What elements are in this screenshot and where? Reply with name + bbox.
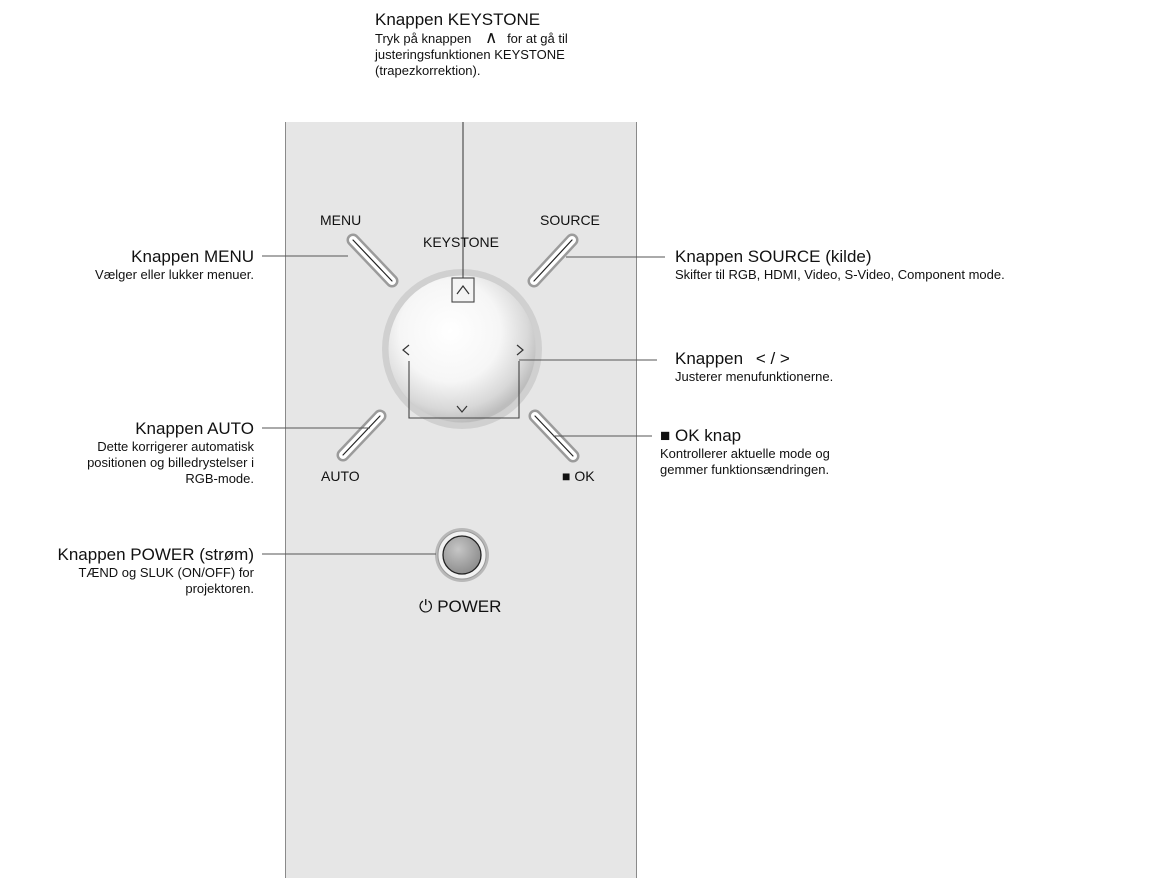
remote-panel — [285, 122, 637, 878]
menu-label: MENU — [320, 212, 362, 228]
arrow-right-icon[interactable] — [516, 344, 524, 356]
auto-callout-title: Knappen AUTO — [135, 419, 254, 438]
source-label: SOURCE — [540, 212, 600, 228]
power-label-group: ⏻ POWER — [419, 597, 501, 617]
keystone-callout-line1-post: for at gå til — [507, 31, 568, 46]
left-right-glyphs: < / > — [755, 349, 790, 368]
ok-callout-title: ■ OK knap — [660, 426, 742, 445]
keystone-callout-line2: justeringsfunktionen KEYSTONE — [375, 47, 565, 62]
source-callout: Knappen SOURCE (kilde) Skifter til RGB, … — [675, 247, 1005, 283]
auto-callout-line2: positionen og billedrystelser i — [87, 455, 254, 470]
auto-callout: Knappen AUTO Dette korrigerer automatisk… — [87, 419, 254, 487]
ok-callout-line2: gemmer funktionsændringen. — [660, 462, 830, 477]
keystone-up-glyph: ∧ — [484, 28, 498, 47]
arrows-callout: Knappen < / > Justerer menufunktionerne. — [675, 349, 833, 385]
keystone-callout-title: Knappen KEYSTONE — [375, 10, 541, 29]
power-label: POWER — [437, 597, 502, 616]
ok-label: ■ OK — [562, 468, 595, 484]
auto-callout-line1: Dette korrigerer automatisk — [97, 439, 254, 454]
navigation-dial[interactable] — [382, 269, 542, 429]
arrows-callout-desc: Justerer menufunktionerne. — [675, 369, 834, 384]
auto-label: AUTO — [321, 468, 360, 484]
power-callout-title: Knappen POWER (strøm) — [57, 545, 255, 564]
source-button[interactable] — [527, 233, 579, 288]
menu-callout: Knappen MENU Vælger eller lukker menuer. — [95, 247, 254, 283]
keystone-up-box — [451, 277, 475, 303]
arrow-frame — [408, 122, 520, 419]
keystone-label: KEYSTONE — [423, 234, 499, 250]
auto-callout-line3: RGB-mode. — [185, 471, 254, 486]
power-callout-line2: projektoren. — [185, 581, 254, 596]
arrow-down-icon[interactable] — [456, 405, 468, 413]
arrow-left-icon[interactable] — [402, 344, 410, 356]
power-callout-line1: TÆND og SLUK (ON/OFF) for — [78, 565, 254, 580]
ok-callout-line1: Kontrollerer aktuelle mode og — [660, 446, 830, 461]
power-button[interactable] — [435, 528, 489, 582]
keystone-callout-line3: (trapezkorrektion). — [375, 63, 481, 78]
menu-callout-title: Knappen MENU — [131, 247, 254, 266]
menu-callout-desc: Vælger eller lukker menuer. — [95, 267, 254, 282]
ok-callout: ■ OK knap Kontrollerer aktuelle mode og … — [660, 426, 830, 478]
leader-lines — [262, 255, 665, 555]
auto-button[interactable] — [336, 409, 387, 462]
arrows-callout-title: Knappen — [675, 349, 744, 368]
keystone-callout-line1-pre: Tryk på knappen — [375, 31, 472, 46]
keystone-callout: Knappen KEYSTONE Tryk på knappen ∧ for a… — [375, 10, 568, 79]
arrow-up-icon[interactable] — [456, 285, 470, 295]
power-icon: ⏻ — [419, 597, 433, 616]
power-callout: Knappen POWER (strøm) TÆND og SLUK (ON/O… — [58, 545, 255, 597]
source-callout-desc: Skifter til RGB, HDMI, Video, S-Video, C… — [675, 267, 1005, 282]
menu-button[interactable] — [346, 233, 399, 288]
source-callout-title: Knappen SOURCE (kilde) — [675, 247, 872, 266]
